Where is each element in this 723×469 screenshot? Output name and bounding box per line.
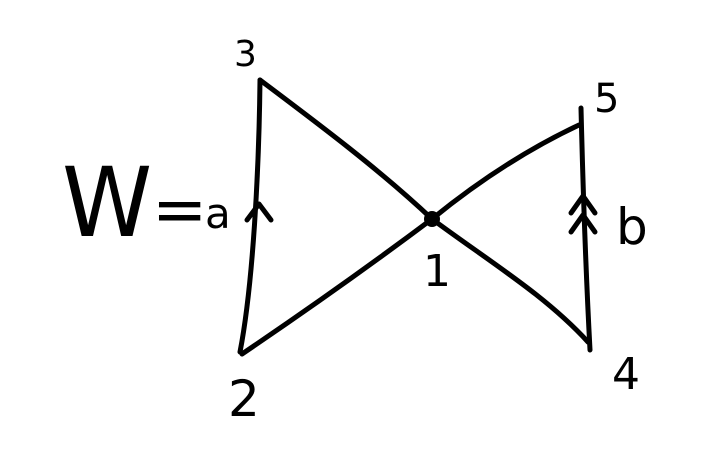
edge-3-to-2 [237, 77, 263, 355]
vertex-1-node [424, 211, 440, 227]
arrow-up-icon [244, 201, 274, 223]
edge-1-to-4 [429, 216, 591, 345]
vertex-label-1: 1 [423, 246, 451, 297]
symbol-w: W [62, 148, 152, 260]
edge-1-to-5 [429, 122, 582, 222]
vertex-label-5: 5 [594, 76, 619, 122]
edge-label-a: a [205, 189, 231, 238]
edge-label-b: b [616, 198, 648, 256]
vertex-label-2: 2 [228, 370, 260, 428]
equals-sign: = [152, 171, 207, 248]
vertex-label-3: 3 [234, 34, 257, 75]
double-arrow-up-icon [568, 193, 598, 235]
vertex-label-4: 4 [612, 349, 640, 400]
edge-2-to-1 [239, 216, 435, 357]
edge-3-to-1 [257, 77, 435, 222]
edge-5-to-4 [578, 105, 593, 353]
